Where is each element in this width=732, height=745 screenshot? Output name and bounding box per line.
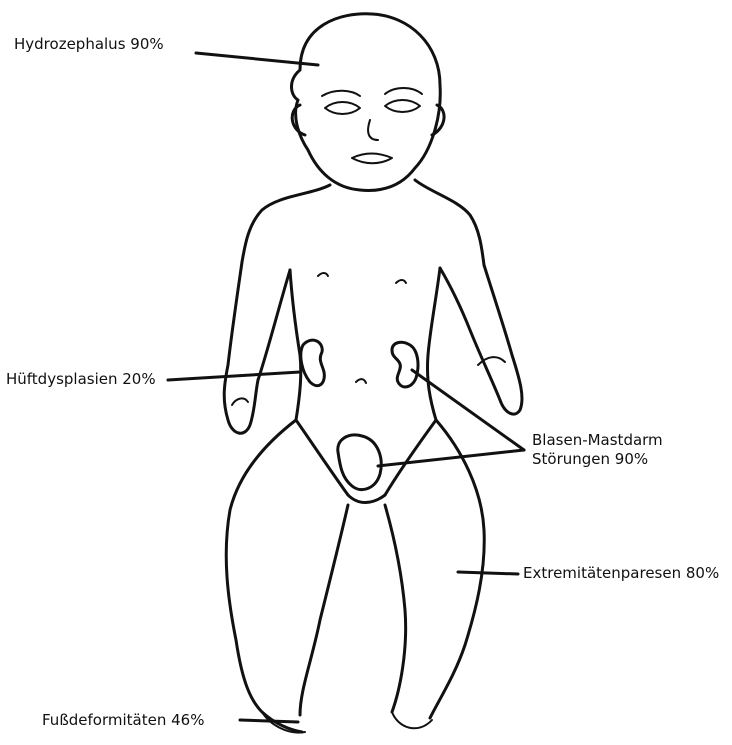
- leader-extremities: [458, 572, 518, 574]
- right-leg-inner: [385, 505, 406, 712]
- label-bladder-line2: Störungen 90%: [532, 450, 663, 469]
- torso-left: [290, 270, 301, 420]
- right-brow: [385, 88, 422, 94]
- right-leg-outer: [430, 420, 484, 718]
- crotch: [348, 495, 385, 503]
- label-bladder-line1: Blasen-Mastdarm: [532, 431, 663, 450]
- left-leg-outer: [226, 420, 302, 732]
- right-eye: [385, 100, 420, 112]
- label-hip-dysplasia: Hüftdysplasien 20%: [6, 370, 156, 389]
- navel: [356, 379, 366, 383]
- label-hydrocephalus: Hydrozephalus 90%: [14, 35, 164, 54]
- left-hand-fingers: [232, 398, 248, 405]
- leader-bladder-organ: [378, 450, 524, 466]
- right-nipple: [396, 280, 406, 283]
- nose: [368, 120, 378, 140]
- right-shoulder: [415, 180, 484, 265]
- left-brow: [322, 91, 360, 96]
- left-kidney: [301, 340, 325, 385]
- left-leg-inner: [300, 505, 348, 715]
- leader-hip-dysplasia: [168, 372, 300, 380]
- right-groin: [385, 420, 436, 495]
- left-arm: [224, 262, 258, 433]
- leader-foot-deformity: [240, 720, 298, 722]
- head-outline: [292, 14, 441, 191]
- mouth: [352, 154, 392, 164]
- label-bladder-bowel: Blasen-Mastdarm Störungen 90%: [532, 431, 663, 469]
- right-arm: [484, 265, 522, 414]
- left-eye: [325, 102, 360, 114]
- right-kidney: [392, 342, 418, 387]
- left-shoulder: [242, 185, 330, 262]
- label-extremity-paresis: Extremitätenparesen 80%: [523, 564, 719, 583]
- torso-right: [427, 268, 440, 420]
- bladder: [338, 435, 381, 490]
- left-nipple: [318, 273, 328, 276]
- right-foot: [392, 712, 432, 728]
- left-arm-inner: [258, 270, 290, 380]
- label-foot-deformity: Fußdeformitäten 46%: [42, 711, 204, 730]
- left-ear: [292, 105, 305, 135]
